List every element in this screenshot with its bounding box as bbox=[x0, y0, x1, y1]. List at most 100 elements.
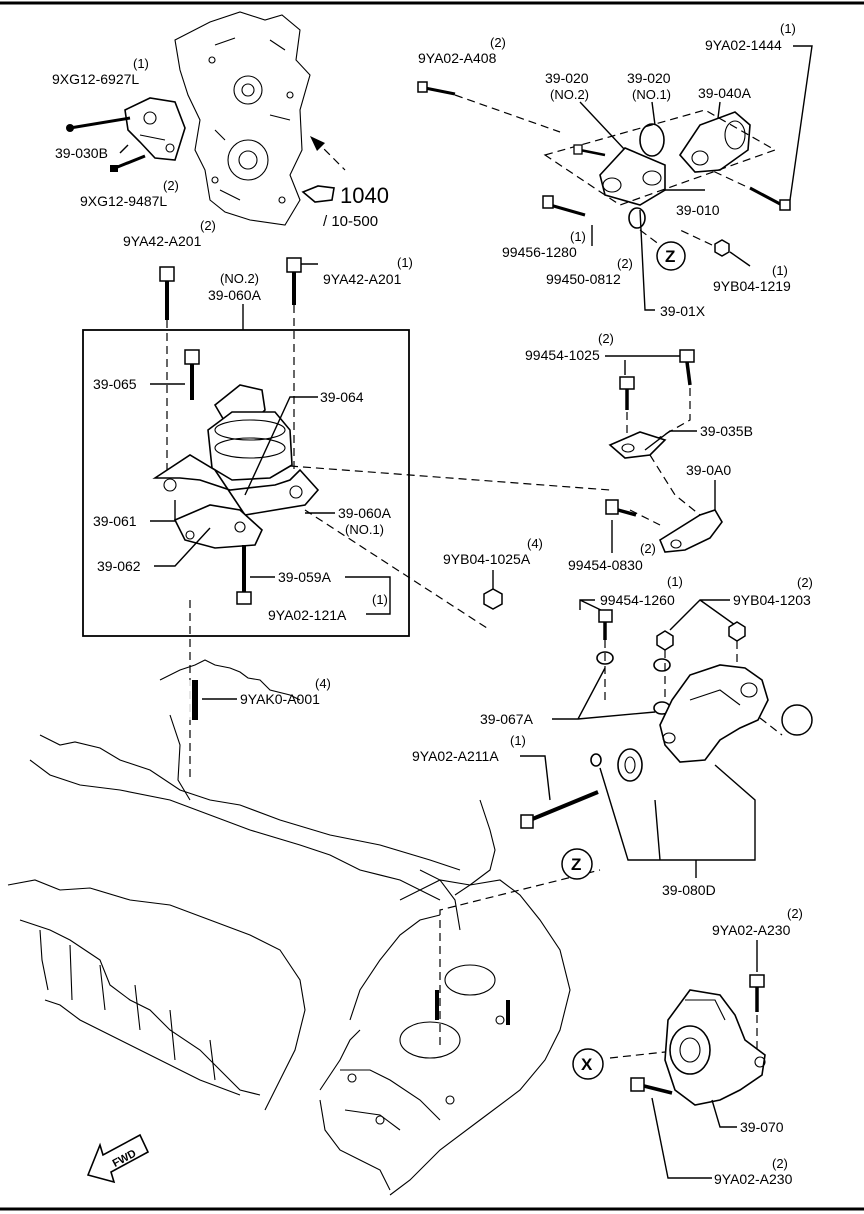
ref-page: / 10-500 bbox=[323, 213, 378, 230]
qty-9yb04-1219: (1) bbox=[772, 263, 788, 278]
label-39-061: 39-061 bbox=[93, 513, 137, 529]
circle-x-bottom bbox=[572, 1048, 604, 1080]
label-39-030b: 39-030B bbox=[55, 145, 108, 161]
label-99454-0830: 99454-0830 bbox=[568, 557, 643, 573]
label-39-080d: 39-080D bbox=[662, 882, 716, 898]
stud-9yak0-a001 bbox=[189, 680, 198, 720]
bolt-9ya02-a230-bottom bbox=[630, 1077, 673, 1095]
sub-39-020-no2: (NO.2) bbox=[550, 87, 589, 102]
qty-99454-1260: (1) bbox=[667, 574, 683, 589]
qty-9ya02-a211a: (1) bbox=[510, 733, 526, 748]
mount-subassembly-box bbox=[82, 329, 410, 637]
label-99454-1260: 99454-1260 bbox=[600, 592, 675, 608]
bolt-9xg12-6927l bbox=[66, 116, 131, 132]
label-99450-0812: 99450-0812 bbox=[546, 271, 621, 287]
label-39-040a: 39-040A bbox=[698, 85, 752, 101]
bolt-39-065 bbox=[184, 349, 200, 400]
label-9xg12-6927l: 9XG12-6927L bbox=[52, 71, 139, 87]
bolt-9ya02-a230-top bbox=[749, 974, 765, 1012]
bolt-9xg12-9487l bbox=[110, 154, 146, 172]
qty-9ya42-a201-r: (1) bbox=[397, 255, 413, 270]
reference-1040: 1040 / 10-500 bbox=[301, 136, 389, 230]
ref-number: 1040 bbox=[340, 183, 389, 208]
bolt-9ya42-a201-r bbox=[286, 257, 302, 305]
label-9ya02-1444: 9YA02-1444 bbox=[705, 37, 782, 53]
qty-9ya02-a408: (2) bbox=[490, 35, 506, 50]
fwd-arrow: FWD bbox=[86, 1133, 150, 1184]
bolt-39-059a bbox=[236, 545, 252, 605]
bracket-39-080d bbox=[659, 664, 769, 763]
bolt-39-020 bbox=[573, 144, 606, 157]
spacer-39-067a bbox=[596, 651, 671, 715]
qty-99450-0812: (2) bbox=[617, 256, 633, 271]
label-39-060a-no1: 39-060A bbox=[338, 505, 392, 521]
label-circle-x-bottom: X bbox=[581, 1055, 593, 1074]
engine-mount-39-060a bbox=[152, 384, 320, 549]
label-9ya42-a201-r: 9YA42-A201 bbox=[323, 271, 402, 287]
label-9yb04-1025a: 9YB04-1025A bbox=[443, 551, 531, 567]
bolt-9ya02-1444 bbox=[749, 186, 791, 211]
circle-z-bottom bbox=[561, 848, 593, 880]
qty-9xg12-9487l: (2) bbox=[163, 178, 179, 193]
bolt-99454-1025-a bbox=[619, 376, 635, 410]
bolt-99454-1260 bbox=[598, 609, 613, 640]
torque-rod-39-040a bbox=[678, 111, 751, 173]
qty-9yak0-a001: (4) bbox=[315, 676, 331, 691]
label-circle-z-top: Z bbox=[665, 247, 675, 266]
label-9yb04-1219: 9YB04-1219 bbox=[713, 278, 791, 294]
qty-9ya02-121a: (1) bbox=[372, 592, 388, 607]
sub-39-060a-no2: (NO.2) bbox=[220, 271, 259, 286]
bolt-9ya02-a408 bbox=[417, 81, 456, 96]
label-39-062: 39-062 bbox=[97, 558, 141, 574]
label-99454-1025: 99454-1025 bbox=[525, 347, 600, 363]
label-39-059a: 39-059A bbox=[278, 569, 332, 585]
qty-9ya42-a201-l: (2) bbox=[200, 218, 216, 233]
nut-9yb04-1203-a bbox=[656, 630, 674, 651]
sub-39-060a-no1: (NO.1) bbox=[345, 522, 384, 537]
label-9ya02-a408: 9YA02-A408 bbox=[418, 50, 497, 66]
label-9yak0-a001: 9YAK0-A001 bbox=[240, 691, 320, 707]
label-39-01x: 39-01X bbox=[660, 303, 706, 319]
qty-9ya02-a230-bottom: (2) bbox=[772, 1156, 788, 1171]
bracket-39-030b bbox=[124, 97, 186, 161]
label-9ya02-a230-top: 9YA02-A230 bbox=[712, 922, 791, 938]
engine-block-outline bbox=[7, 659, 496, 1111]
label-39-070: 39-070 bbox=[740, 1119, 784, 1135]
label-9yb04-1203: 9YB04-1203 bbox=[733, 592, 811, 608]
nut-9yb04-1203-b bbox=[728, 621, 746, 642]
sub-39-020-no1: (NO.1) bbox=[632, 87, 671, 102]
label-9ya02-121a: 9YA02-121A bbox=[268, 607, 347, 623]
link-39-020 bbox=[599, 123, 666, 206]
label-39-060a-top: 39-060A bbox=[208, 287, 262, 303]
qty-99454-0830: (2) bbox=[640, 541, 656, 556]
label-circle-z-bottom: Z bbox=[571, 855, 581, 874]
nut-9yb04-1025a bbox=[483, 588, 503, 610]
qty-9ya02-1444: (1) bbox=[780, 21, 796, 36]
bolt-99454-0830 bbox=[605, 499, 637, 517]
label-9ya42-a201-l: 9YA42-A201 bbox=[123, 233, 202, 249]
bracket-39-0a0 bbox=[659, 509, 723, 553]
circle-z-top bbox=[656, 241, 686, 271]
label-9xg12-9487l: 9XG12-9487L bbox=[80, 193, 167, 209]
transmission-studs bbox=[435, 990, 510, 1025]
washer-99450-0812 bbox=[628, 207, 646, 229]
bolt-9ya02-a211a bbox=[520, 790, 599, 829]
label-39-020-no2: 39-020 bbox=[545, 70, 589, 86]
engine-front-cover bbox=[174, 11, 311, 226]
qty-9xg12-6927l: (1) bbox=[133, 56, 149, 71]
qty-9yb04-1203: (2) bbox=[797, 575, 813, 590]
label-39-064: 39-064 bbox=[320, 389, 364, 405]
washer-39-080d bbox=[590, 748, 643, 782]
label-39-065: 39-065 bbox=[93, 376, 137, 392]
bolt-9ya42-a201-l bbox=[159, 266, 175, 320]
bracket-39-035b bbox=[608, 431, 667, 459]
qty-9ya02-a230-top: (2) bbox=[787, 906, 803, 921]
label-39-035b: 39-035B bbox=[700, 423, 753, 439]
bolt-99454-1025-b bbox=[679, 349, 695, 386]
label-99456-1280: 99456-1280 bbox=[502, 244, 577, 260]
qty-99456-1280: (1) bbox=[570, 229, 586, 244]
transmission-mount-39-070 bbox=[664, 989, 766, 1106]
bolt-99456-1280 bbox=[542, 195, 586, 217]
label-9ya02-a211a: 9YA02-A211A bbox=[412, 748, 499, 764]
